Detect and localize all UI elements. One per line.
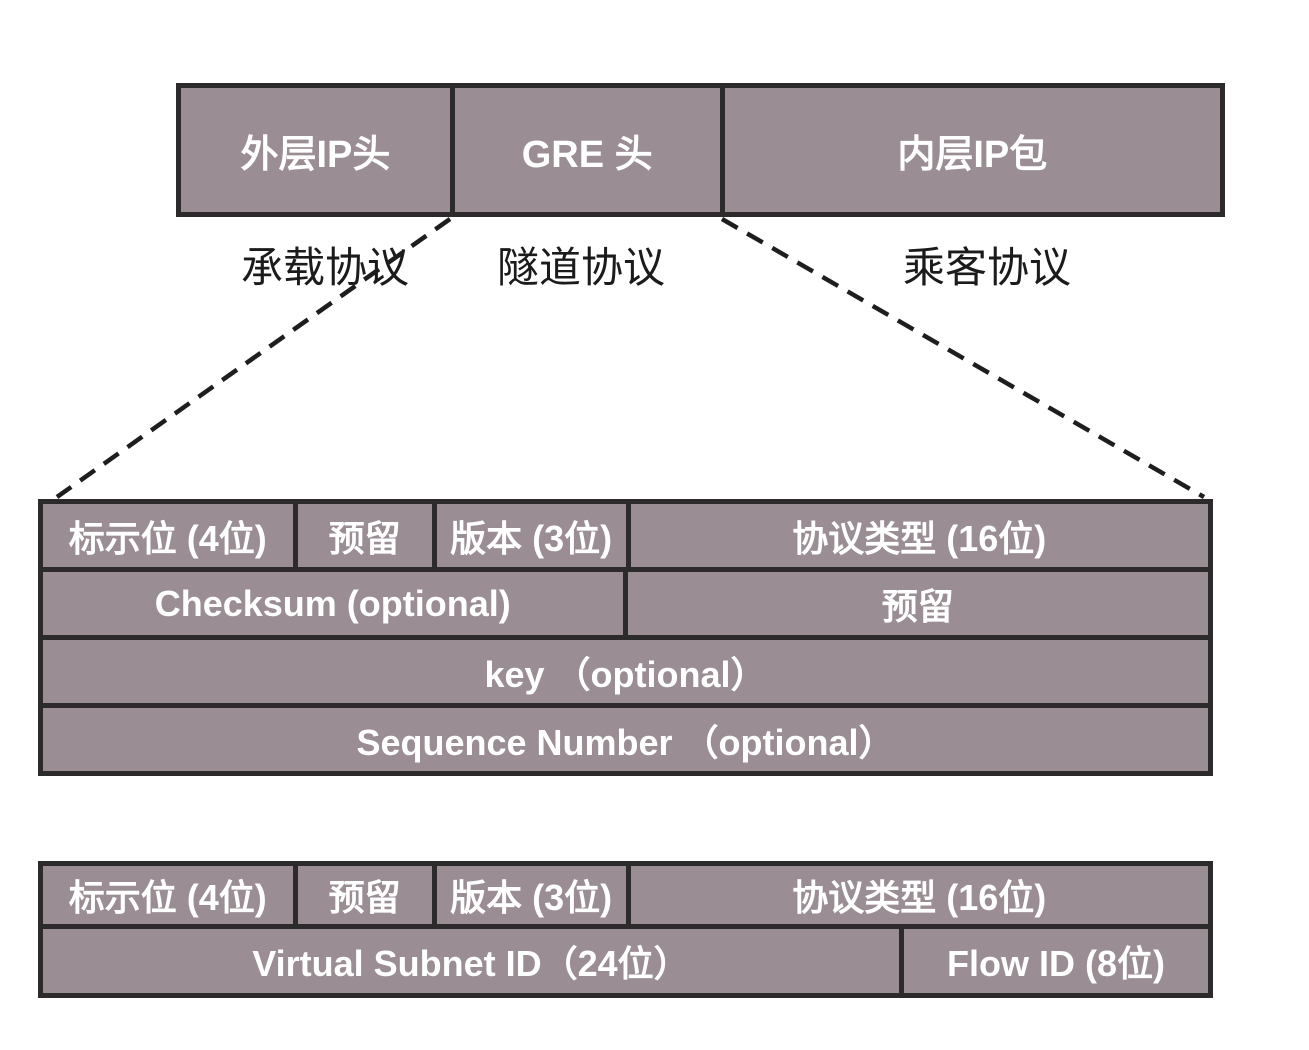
reserved2-cell: 预留	[627, 572, 1208, 635]
reserved-cell: 预留	[297, 866, 432, 924]
tunnel-protocol-label: 隧道协议	[497, 244, 666, 291]
version-cell: 版本 (3位)	[436, 866, 626, 924]
nvgre-header-table: 标示位 (4位) 预留 版本 (3位) 协议类型 (16位) Virtual S…	[38, 861, 1213, 998]
passenger-protocol-label: 乘客协议	[903, 244, 1072, 291]
flow-id-cell: Flow ID (8位)	[903, 928, 1208, 993]
flags-cell: 标示位 (4位)	[43, 866, 293, 924]
outer-ip-header-cell: 外层IP头	[181, 88, 450, 212]
packet-overview-row: 外层IP头 GRE 头 内层IP包	[181, 88, 1221, 212]
nvgre-table-row-2: Virtual Subnet ID（24位） Flow ID (8位)	[43, 928, 1208, 993]
checksum-cell: Checksum (optional)	[43, 572, 623, 635]
packet-overview-bar: 外层IP头 GRE 头 内层IP包	[176, 83, 1225, 217]
gre-table-row-1: 标示位 (4位) 预留 版本 (3位) 协议类型 (16位)	[43, 504, 1208, 567]
gre-header-table: 标示位 (4位) 预留 版本 (3位) 协议类型 (16位) Checksum …	[38, 499, 1213, 776]
gre-table-row-4: Sequence Number （optional）	[43, 708, 1208, 771]
carrier-protocol-label: 承载协议	[241, 244, 410, 291]
sequence-number-cell: Sequence Number （optional）	[43, 708, 1208, 771]
key-cell: key （optional）	[43, 640, 1208, 703]
gre-table-row-3: key （optional）	[43, 640, 1208, 703]
protocol-type-cell: 协议类型 (16位)	[630, 504, 1208, 567]
gre-table-row-2: Checksum (optional) 预留	[43, 572, 1208, 635]
reserved-cell: 预留	[297, 504, 432, 567]
nvgre-table-row-1: 标示位 (4位) 预留 版本 (3位) 协议类型 (16位)	[43, 866, 1208, 924]
flags-cell: 标示位 (4位)	[43, 504, 293, 567]
inner-ip-packet-cell: 内层IP包	[724, 88, 1221, 212]
protocol-type-cell: 协议类型 (16位)	[630, 866, 1208, 924]
gre-header-cell: GRE 头	[454, 88, 720, 212]
version-cell: 版本 (3位)	[436, 504, 626, 567]
virtual-subnet-id-cell: Virtual Subnet ID（24位）	[43, 928, 899, 993]
